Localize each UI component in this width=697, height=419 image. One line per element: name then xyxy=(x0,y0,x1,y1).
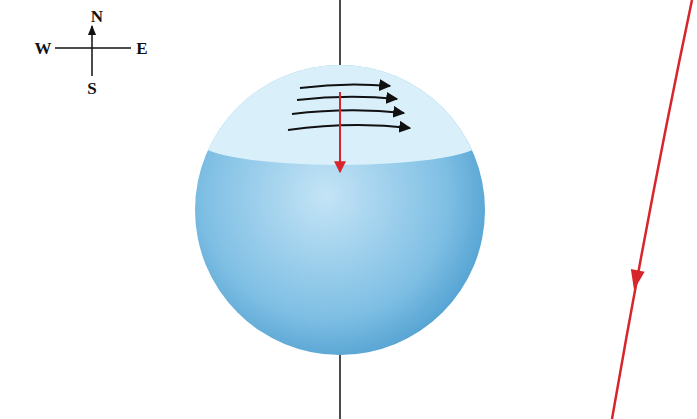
compass-north-arm xyxy=(91,26,93,76)
compass-direction: S xyxy=(87,80,96,97)
compass-direction: E xyxy=(136,40,147,57)
rotation-arrow xyxy=(297,97,397,100)
rotation-arrow xyxy=(300,84,390,88)
compass-direction: W xyxy=(35,40,52,57)
rotation-arrow xyxy=(288,125,410,130)
orbit-arrowhead xyxy=(627,269,644,291)
compass-east-west-arm xyxy=(55,47,131,49)
compass-direction: N xyxy=(91,8,103,25)
rotation-arrows xyxy=(288,84,410,130)
spin-vector-arrow xyxy=(339,92,341,172)
rotation-arrow xyxy=(292,110,404,114)
compass-rose xyxy=(55,26,131,76)
orbit-arc xyxy=(612,0,692,419)
